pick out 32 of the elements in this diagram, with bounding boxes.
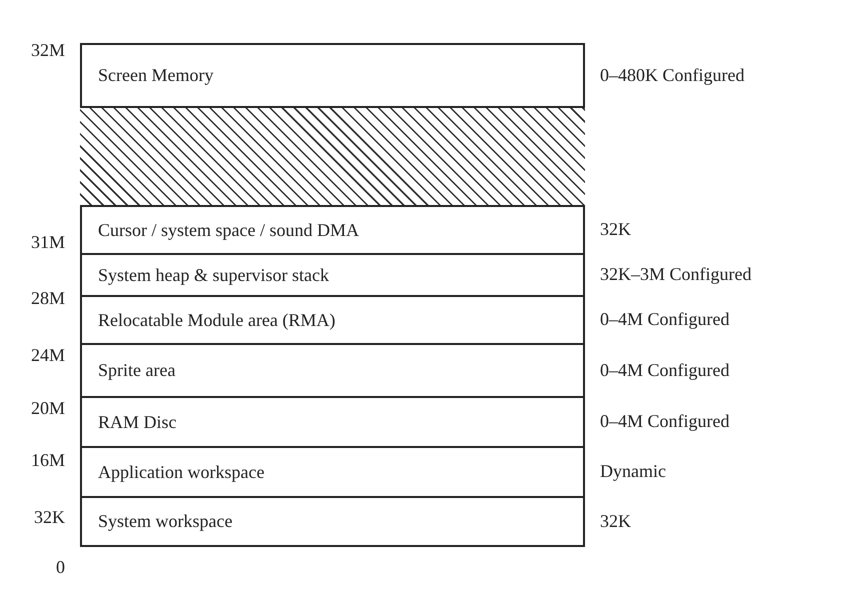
region-name: System heap & supervisor stack — [98, 264, 329, 286]
region-name: Application workspace — [98, 462, 264, 482]
memory-region-box — [80, 496, 585, 547]
region-size: 32K — [600, 219, 631, 240]
address-label: 31M — [30, 232, 65, 253]
address-label: 24M — [30, 345, 65, 366]
region-name: Relocatable Module area (RMA) — [98, 310, 336, 330]
memory-region-box — [80, 396, 585, 448]
address-label: 0 — [55, 557, 65, 578]
memory-region-box — [80, 205, 585, 255]
region-name: Cursor / system space / sound DMA — [98, 220, 359, 240]
region-size: 0–4M Configured — [600, 309, 730, 330]
region-size: 32K–3M Configured — [600, 264, 752, 285]
region-size: 0–4M Configured — [600, 411, 730, 432]
address-label: 32K — [33, 507, 65, 528]
address-label: 16M — [30, 450, 65, 471]
region-size: 32K — [600, 510, 631, 532]
region-name: System workspace — [98, 511, 232, 532]
region-size: 0–480K Configured — [600, 64, 744, 86]
address-label: 28M — [30, 288, 65, 309]
memory-region-box — [80, 253, 585, 297]
address-label: 20M — [30, 398, 65, 419]
memory-region-box — [80, 343, 585, 398]
memory-region-box — [80, 43, 585, 108]
region-size: Dynamic — [600, 461, 666, 482]
region-name: Screen Memory — [98, 65, 214, 86]
memory-region-box — [80, 295, 585, 345]
region-name: RAM Disc — [98, 412, 177, 432]
memory-region-box — [80, 446, 585, 498]
region-name: Sprite area — [98, 360, 176, 381]
region-size: 0–4M Configured — [600, 360, 730, 380]
address-label: 32M — [30, 40, 65, 61]
